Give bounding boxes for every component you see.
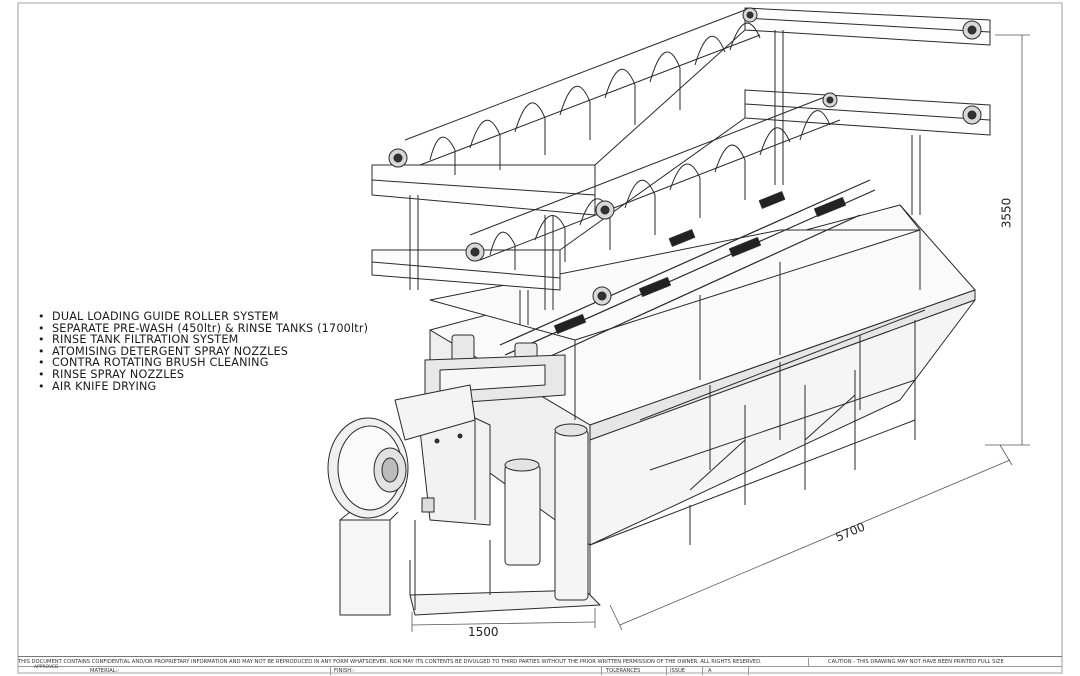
title-block-divider	[666, 667, 667, 675]
title-block-divider	[601, 667, 602, 675]
feature-item: AIR KNIFE DRYING	[38, 380, 368, 393]
front-gantry-frame	[371, 164, 596, 325]
title-block: THIS DOCUMENT CONTAINS CONFIDENTIAL AND/…	[18, 656, 1062, 676]
front-guide-rollers	[469, 94, 841, 270]
drawing-border	[17, 2, 1063, 674]
feature-item: DUAL LOADING GUIDE ROLLER SYSTEM	[38, 311, 368, 323]
filter-canisters	[504, 423, 589, 601]
title-block-divider	[330, 667, 331, 675]
height-dimension-label: 3550	[999, 197, 1014, 229]
approved-label: APPROVED	[34, 665, 59, 670]
title-block-divider	[748, 667, 749, 675]
title-block-divider	[808, 658, 809, 666]
feature-item: ATOMISING DETERGENT SPRAY NOZZLES	[38, 346, 368, 358]
brush-shafts	[499, 179, 876, 371]
title-block-divider	[702, 667, 703, 675]
issue-label: ISSUE	[670, 668, 686, 674]
feature-item: SEPARATE PRE-WASH (450ltr) & RINSE TANKS…	[38, 322, 368, 335]
title-block-fields-row: APPROVED MATERIAL:- FINISH:- TOLERANCES …	[18, 665, 1062, 675]
tank-body	[429, 204, 976, 600]
tolerances-label: TOLERANCES	[606, 668, 641, 674]
air-knife-blower	[327, 384, 476, 616]
rear-gantry-frame	[559, 7, 991, 251]
finish-label: FINISH:-	[334, 668, 355, 674]
feature-list: DUAL LOADING GUIDE ROLLER SYSTEM SEPARAT…	[38, 311, 368, 392]
width-dimension-label: 1500	[468, 625, 499, 639]
feature-item: RINSE SPRAY NOZZLES	[38, 369, 368, 381]
feature-item: RINSE TANK FILTRATION SYSTEM	[38, 334, 368, 346]
feature-item: CONTRA ROTATING BRUSH CLEANING	[38, 357, 368, 369]
caution-notice: CAUTION - THIS DRAWING MAY NOT HAVE BEEN…	[828, 659, 1004, 665]
issue-value: A	[708, 668, 712, 674]
material-label: MATERIAL:-	[90, 668, 120, 674]
title-block-notice-row: THIS DOCUMENT CONTAINS CONFIDENTIAL AND/…	[18, 658, 1062, 667]
dimension-lines	[411, 34, 1030, 632]
rear-guide-rollers	[404, 9, 761, 175]
base-frame	[409, 520, 601, 616]
confidential-notice: THIS DOCUMENT CONTAINS CONFIDENTIAL AND/…	[18, 659, 762, 665]
gear-motors	[388, 7, 982, 306]
control-cabinet	[419, 417, 491, 526]
